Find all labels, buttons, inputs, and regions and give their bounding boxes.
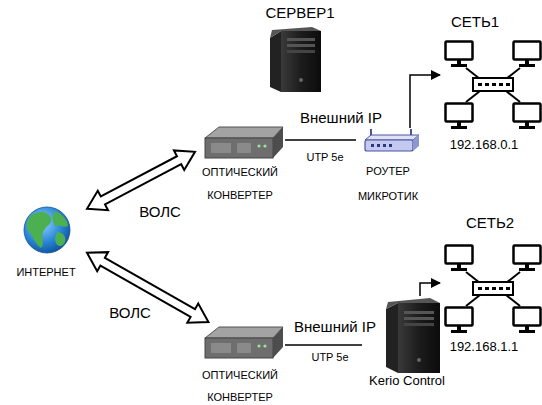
node-label: РОУТЕР МИКРОТИК [356,159,420,209]
fiber-link-arrow [87,150,195,210]
network-icon [446,42,541,130]
node-label: СЕТЬ1 [440,13,510,31]
converter-node: ОПТИЧЕСКИЙ КОНВЕРТЕР [195,322,285,405]
cable-line [285,344,362,346]
converter-icon [205,327,283,358]
server-node: Kerio Control [362,296,452,392]
network-node: СЕТЬ1 192.168.0.1 [440,12,542,157]
node-label: ИНТЕРНЕТ [5,265,87,279]
server-tower [270,27,321,92]
cable-line [410,75,440,128]
network-node: СЕТЬ2 192.168.1.1 [440,212,542,357]
node-label: Kerio Control [362,373,452,389]
edge-label: ВОЛС [100,203,220,221]
converter-icon [205,127,283,158]
converter-node: ОПТИЧЕСКИЙ КОНВЕРТЕР [195,118,285,208]
cable-line [420,283,440,296]
node-label: ОПТИЧЕСКИЙ КОНВЕРТЕР [195,364,285,405]
node-label: 192.168.1.1 [440,339,528,355]
network-icon [446,246,541,334]
router-node: РОУТЕР МИКРОТИК [356,128,420,208]
node-label: СЕРВЕР1 [262,4,338,22]
globe-icon [24,207,70,253]
cable-type-label: UTP 5e [290,350,370,364]
internet-node: ИНТЕРНЕТ [5,202,87,282]
node-label: СЕТЬ2 [450,214,530,232]
server-node: СЕРВЕР1 [262,4,338,96]
edge-label: ВОЛС [70,304,190,322]
cable-line [285,139,356,141]
node-label: 192.168.0.1 [440,137,528,153]
router-icon [365,129,419,151]
node-label: ОПТИЧЕСКИЙ КОНВЕРТЕР [195,161,285,207]
edge-label: Внешний IP [281,109,401,127]
cable-type-label: UTP 5e [285,150,365,164]
edge-label: Внешний IP [275,318,395,336]
server-tower [386,298,440,373]
